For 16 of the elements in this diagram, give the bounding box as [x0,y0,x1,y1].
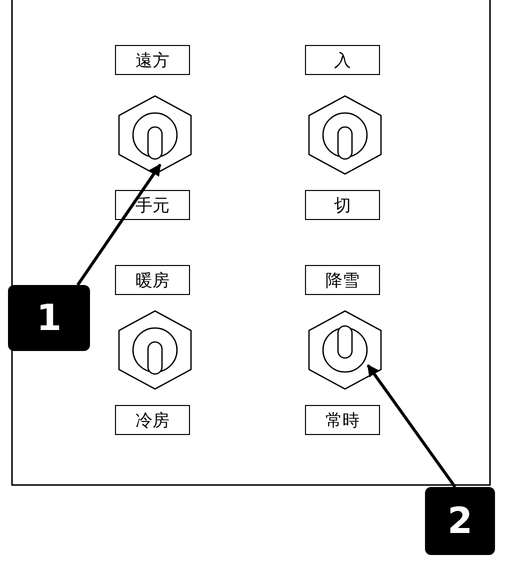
toggle-switch-icon [118,95,192,175]
callout-number: 1 [8,285,90,351]
leader-line [366,364,456,488]
switch-position-label: 降雪 [305,265,380,295]
switch-position-label: 手元 [115,190,190,220]
switch-position-label: 切 [305,190,380,220]
toggle-switch-icon [308,310,382,390]
switch-position-label: 遠方 [115,45,190,75]
toggle-switch-icon [118,310,192,390]
switch-position-label: 常時 [305,405,380,435]
callout-number: 2 [425,487,495,555]
switch-position-label: 暖房 [115,265,190,295]
switch-position-label: 冷房 [115,405,190,435]
leader-line [76,164,162,286]
switch-position-label: 入 [305,45,380,75]
toggle-switch-icon [308,95,382,175]
